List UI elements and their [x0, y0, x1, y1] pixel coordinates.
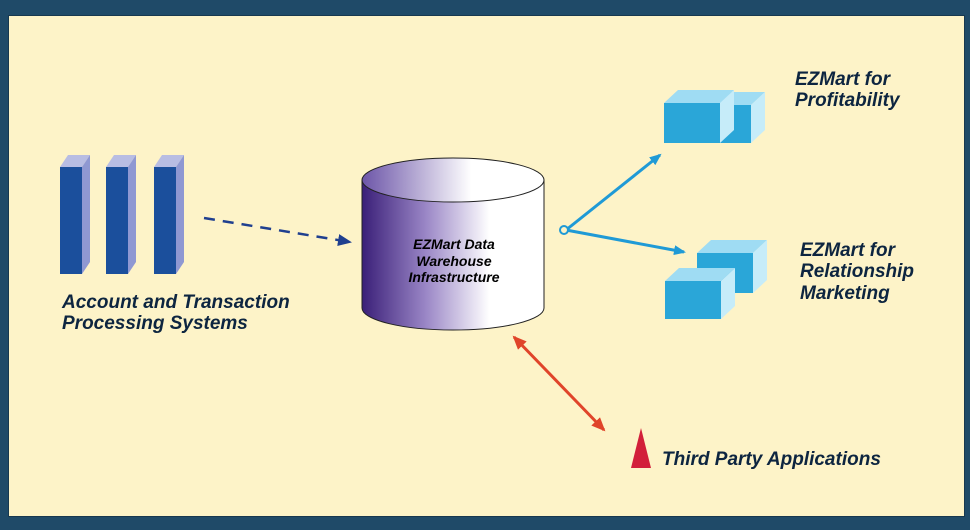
server-unit: [60, 155, 90, 274]
server-unit: [154, 155, 184, 274]
label-mart-relationship: EZMart for Relationship Marketing: [800, 240, 915, 304]
database-cylinder-icon: [361, 157, 545, 331]
arrow-to-profitability: [565, 153, 662, 232]
bidirectional-arrow: [512, 335, 606, 432]
dashed-arrow: [203, 216, 352, 246]
triangle-icon: [631, 428, 651, 468]
cube-pair-icon: [664, 90, 765, 143]
label-mart-profitability: EZMart for Profitability: [795, 69, 900, 112]
cube: [665, 268, 735, 319]
label-source-systems: Account and Transaction Processing Syste…: [62, 292, 290, 335]
cube: [664, 90, 734, 143]
server-stack-icon: [60, 155, 184, 274]
cube-pair-icon: [665, 240, 767, 319]
label-warehouse: EZMart Data Warehouse Infrastructure: [408, 236, 500, 286]
server-unit: [106, 155, 136, 274]
branch-node: [559, 225, 569, 235]
arrow-to-relationship: [565, 228, 686, 256]
label-third-party: Third Party Applications: [662, 449, 881, 470]
